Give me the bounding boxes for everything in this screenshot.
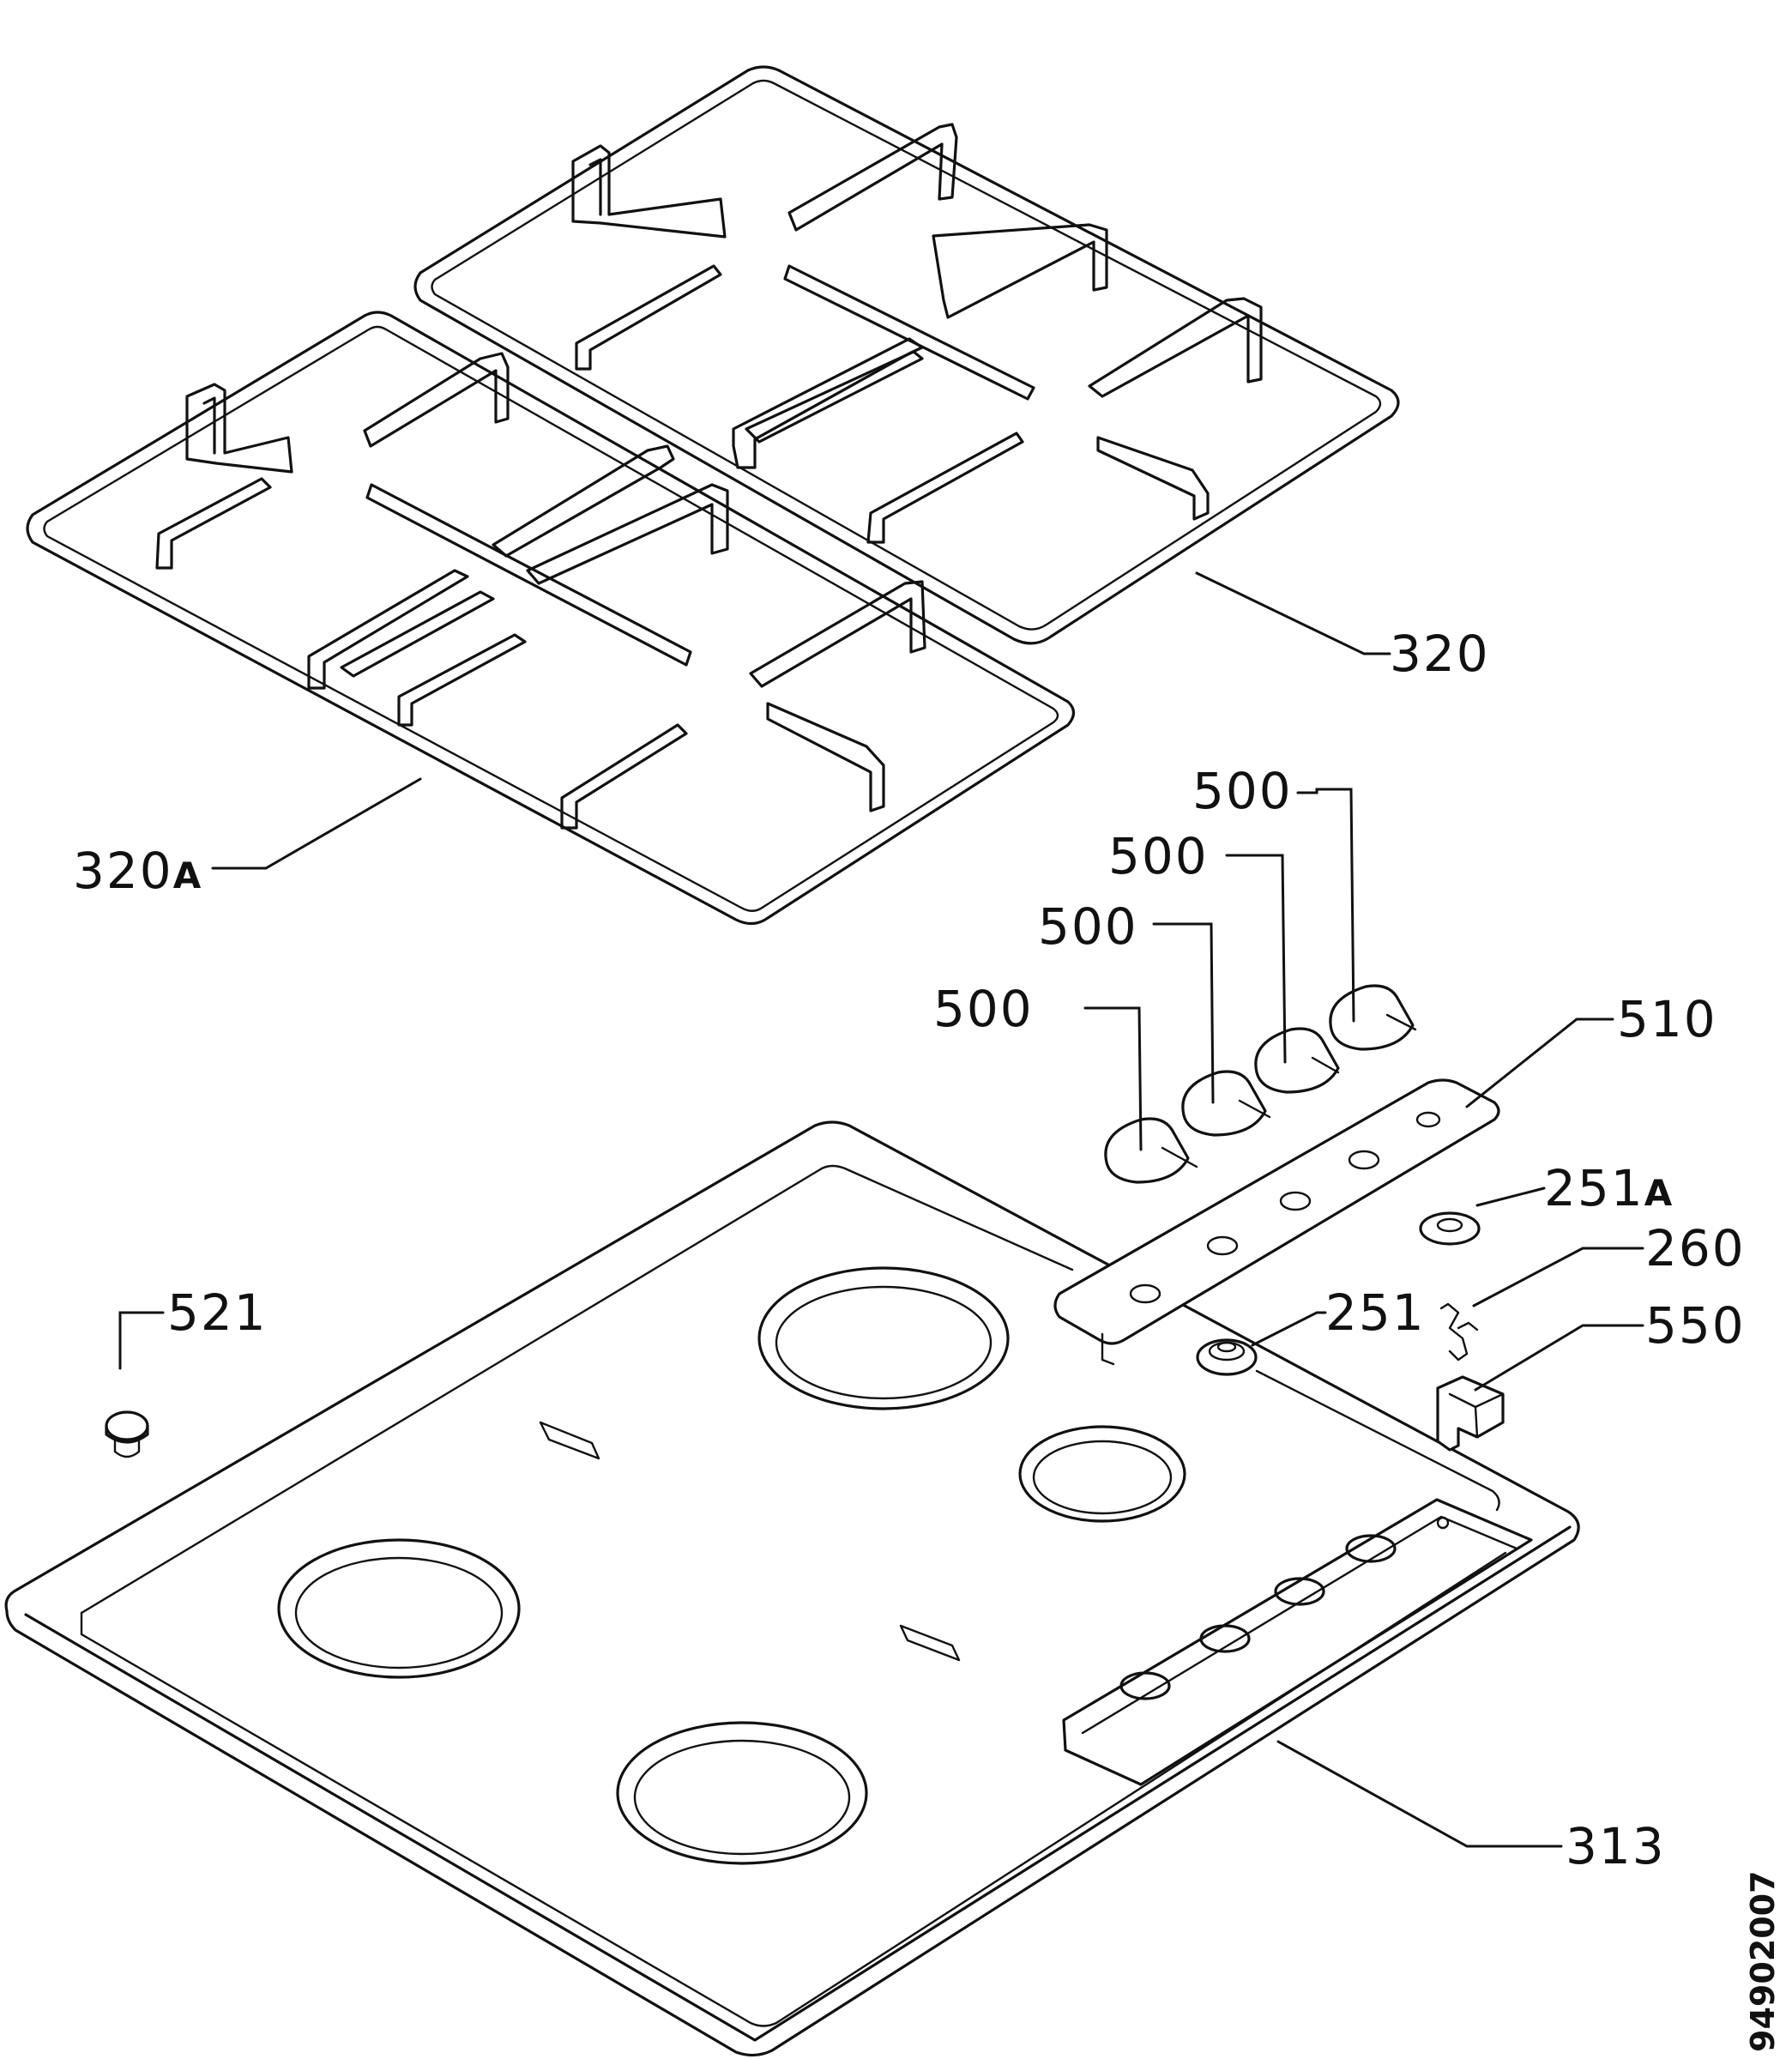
control-knob-1: [1104, 1117, 1198, 1184]
callout-500-knob-3: 500: [1108, 827, 1209, 885]
pan-support-grid-320: [413, 65, 1400, 645]
clip-260: [1439, 1302, 1479, 1362]
callout-251: 251: [1325, 1283, 1426, 1342]
callout-251a: 251A: [1544, 1159, 1673, 1217]
burner-opening-rear-right: [1018, 1425, 1186, 1523]
foot-521: [105, 1410, 149, 1458]
callout-500-knob-2: 500: [1038, 897, 1138, 956]
callout-251a-suffix: A: [1644, 1172, 1673, 1214]
hob-top-313: [4, 1120, 1580, 2057]
control-strip-spindles: [1119, 1516, 1450, 1700]
control-knob-3: [1254, 1027, 1340, 1094]
callout-260: 260: [1645, 1219, 1746, 1277]
callout-521: 521: [167, 1283, 268, 1342]
callout-550: 550: [1645, 1296, 1746, 1355]
callout-500-knob-1: 500: [933, 980, 1034, 1038]
callout-320: 320: [1390, 625, 1490, 683]
control-knob-4: [1329, 984, 1417, 1051]
callout-500-knob-4: 500: [1192, 762, 1293, 820]
callout-320a-suffix: A: [173, 854, 202, 897]
callout-251a-number: 251: [1544, 1159, 1644, 1217]
leader-lines: [118, 571, 1644, 1848]
callout-510: 510: [1617, 990, 1717, 1048]
callout-320a: 320A: [73, 842, 202, 900]
document-number: 94902007: [1744, 1870, 1782, 2052]
control-knob-2: [1181, 1070, 1271, 1137]
control-panel-510: [1053, 1078, 1500, 1366]
holder-550: [1436, 1375, 1505, 1452]
pan-support-grid-320a: [26, 311, 1076, 926]
burner-opening-front-left: [277, 1538, 521, 1679]
bush-251: [1196, 1338, 1258, 1376]
callout-313: 313: [1566, 1817, 1666, 1875]
bush-251a: [1419, 1211, 1481, 1246]
burner-opening-rear-left: [757, 1266, 1010, 1410]
burner-opening-front-right: [616, 1721, 868, 1865]
callout-320a-number: 320: [73, 842, 173, 900]
